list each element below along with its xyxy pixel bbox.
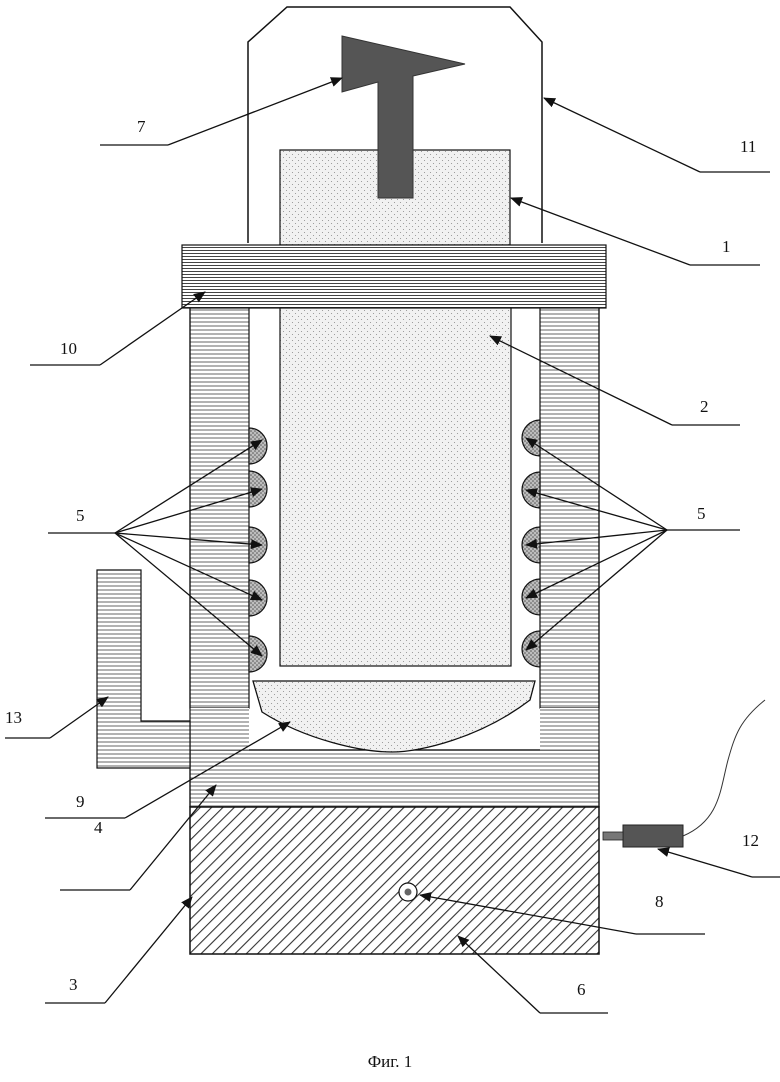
label-5-left: 5: [76, 506, 85, 525]
figure-caption: Фиг. 1: [0, 1052, 780, 1072]
label-10: 10: [60, 339, 77, 358]
heaters-left: [249, 428, 267, 672]
heater-left-5: [249, 636, 267, 672]
label-6: 6: [577, 980, 586, 999]
wall-left-lower: [190, 708, 249, 750]
side-pipe: [97, 570, 190, 768]
label-13: 13: [5, 708, 22, 727]
heater-right-4: [522, 579, 540, 615]
label-5-right: 5: [697, 504, 706, 523]
sensor-cable: [683, 700, 765, 836]
wall-right-lower: [540, 708, 599, 750]
label-3: 3: [69, 975, 78, 994]
label-7: 7: [137, 117, 146, 136]
heater-right-2: [522, 472, 540, 508]
heater-right-1: [522, 420, 540, 456]
label-9: 9: [76, 792, 85, 811]
furnace-bottom: [190, 750, 599, 807]
heater-right-5: [522, 631, 540, 667]
lid-plate: [182, 245, 606, 308]
label-8: 8: [655, 892, 664, 911]
label-4: 4: [94, 818, 103, 837]
curved-base: [253, 681, 535, 752]
crystal-main: [280, 308, 511, 666]
label-12: 12: [742, 831, 759, 850]
label-2: 2: [700, 397, 709, 416]
base-block: [190, 807, 599, 954]
heater-left-2: [249, 471, 267, 507]
external-sensor: [623, 825, 683, 847]
label-1: 1: [722, 237, 731, 256]
label-11: 11: [740, 137, 756, 156]
